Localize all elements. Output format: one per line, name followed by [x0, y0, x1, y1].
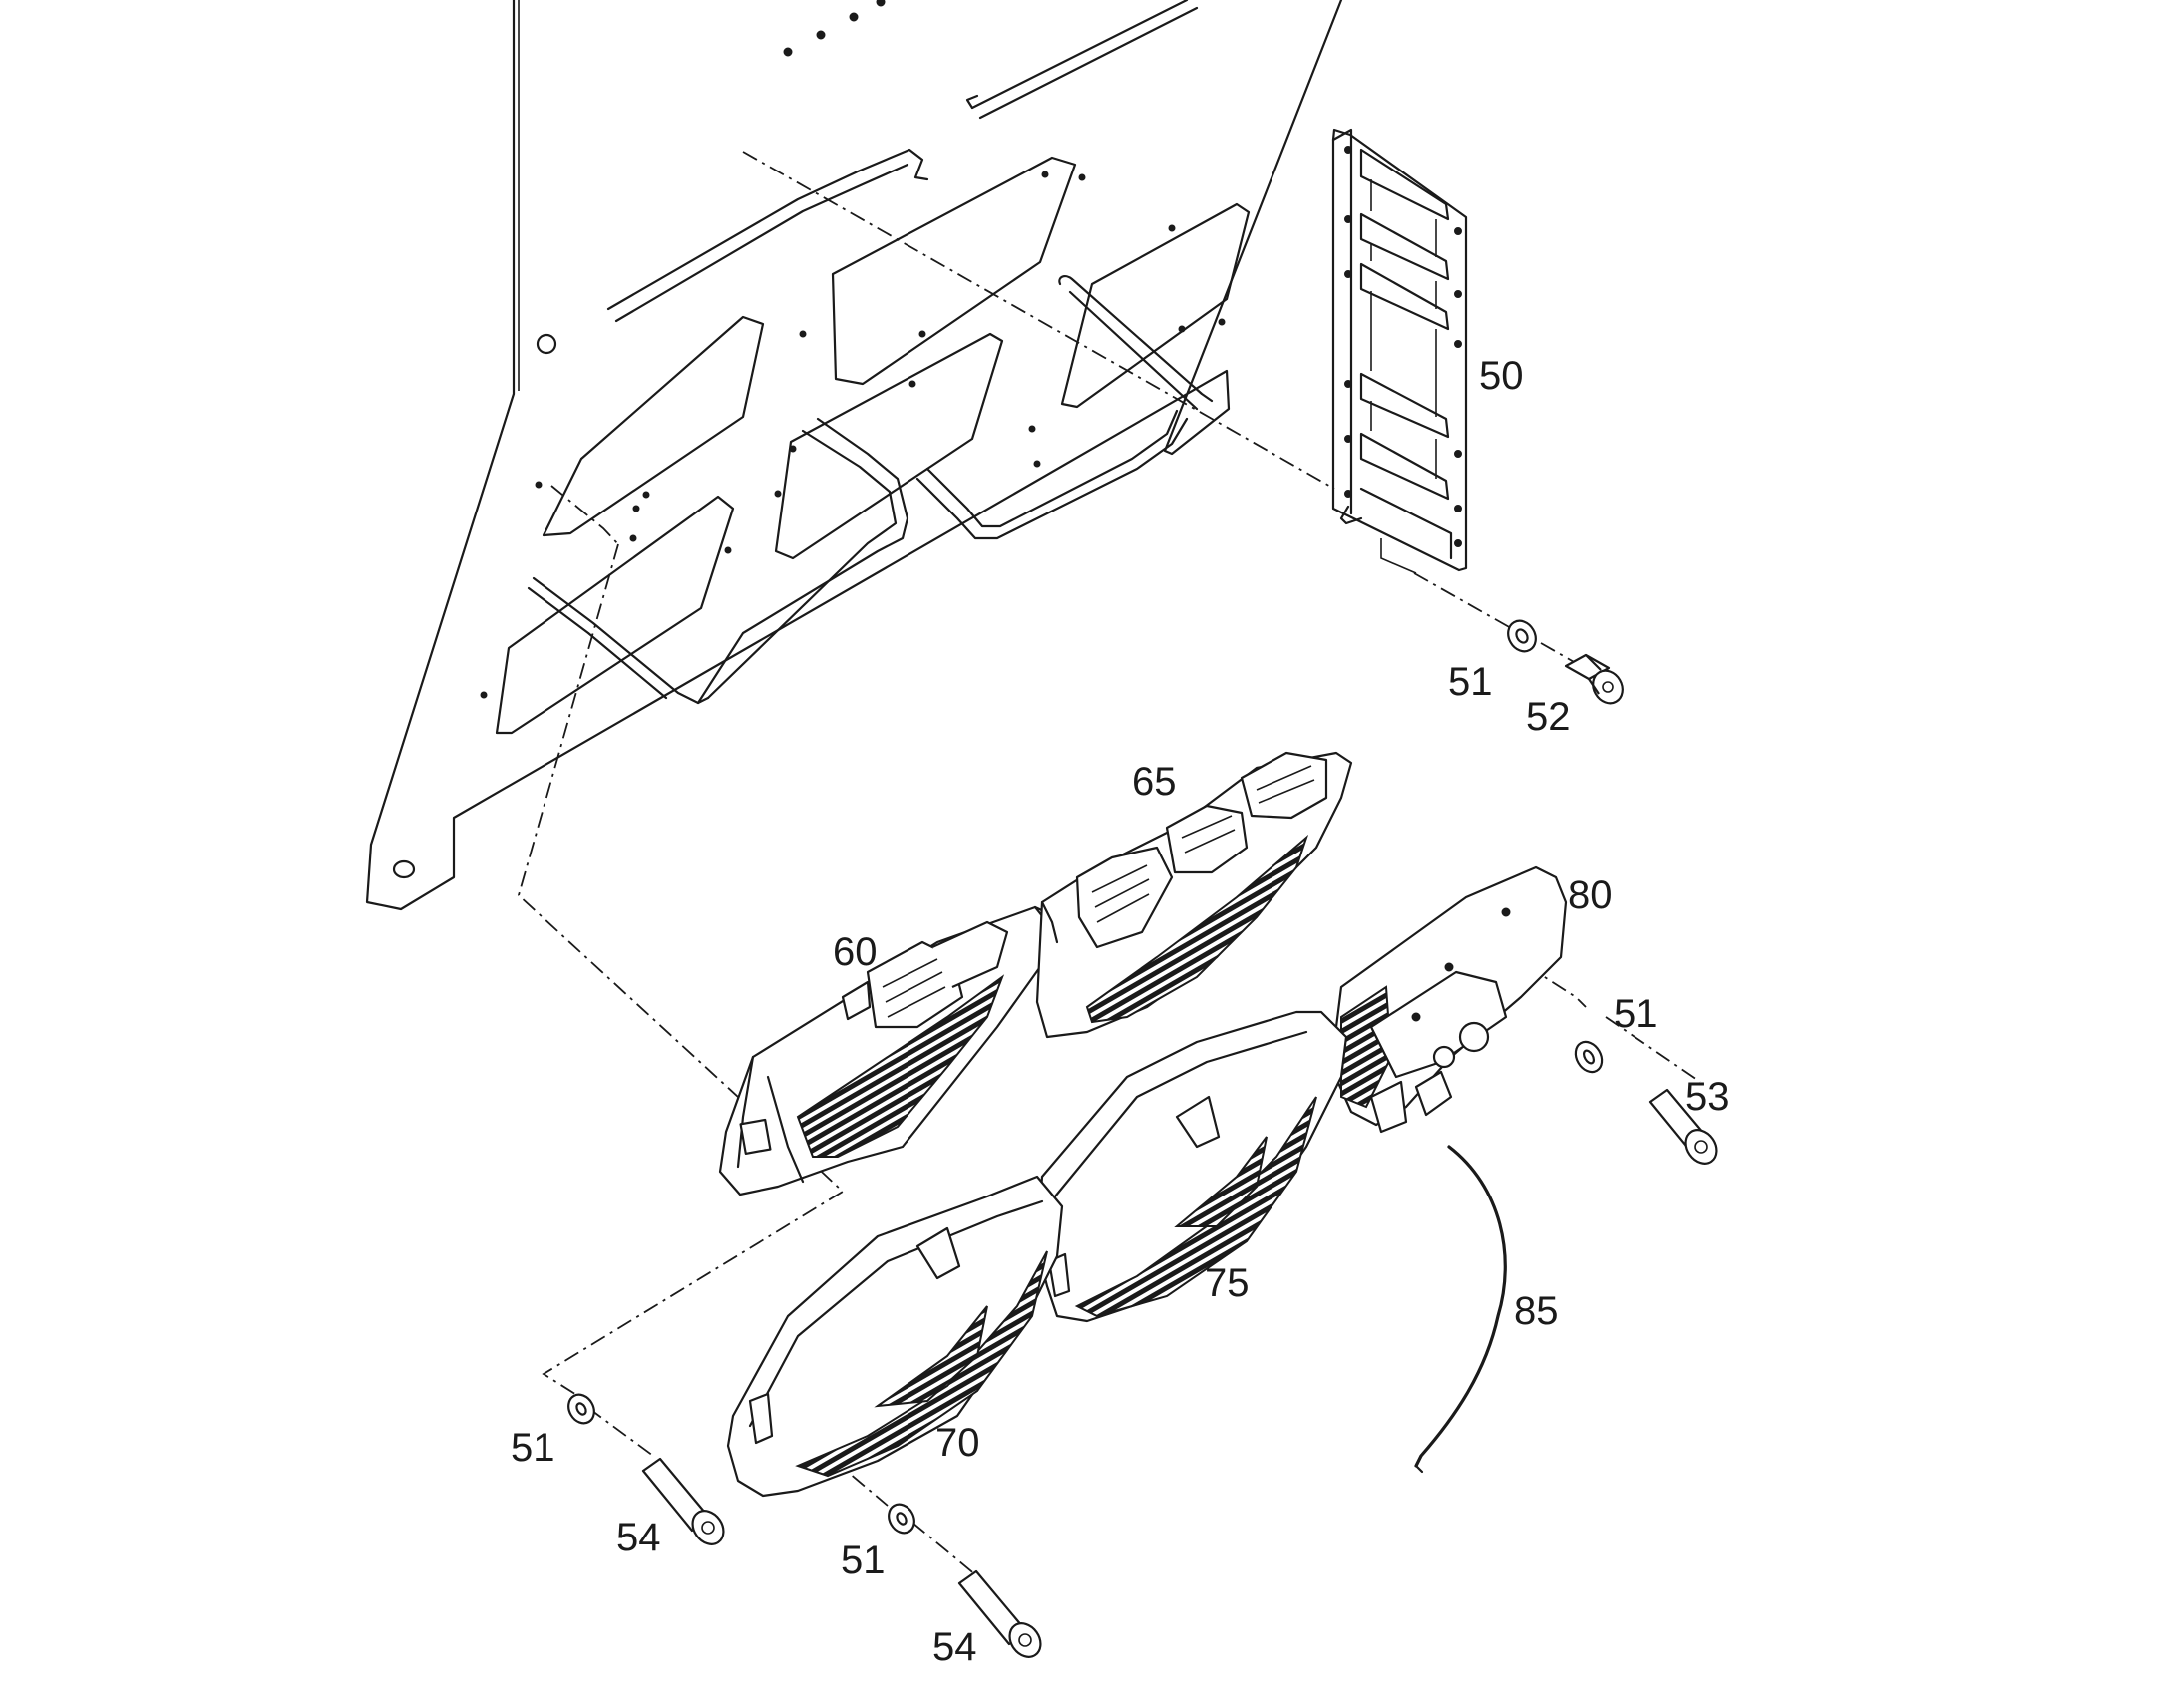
callout-51-bottom: 51 — [841, 1538, 886, 1582]
callout-80: 80 — [1568, 873, 1613, 917]
screw-52 — [1564, 653, 1624, 705]
controller-module-70 — [726, 1175, 1064, 1498]
callout-85: 85 — [1514, 1289, 1559, 1333]
connector-module-80 — [1329, 865, 1568, 1134]
washer-51-right — [1574, 1040, 1604, 1074]
callout-52: 52 — [1526, 695, 1571, 739]
callout-53: 53 — [1685, 1075, 1730, 1119]
bracket-50 — [1331, 128, 1468, 574]
controller-module-75 — [1035, 1010, 1348, 1323]
washer-51-lower-left — [567, 1393, 595, 1425]
screw-54-bottom — [957, 1569, 1042, 1658]
cable-85 — [1414, 1145, 1507, 1474]
callout-54-bottom: 54 — [932, 1625, 977, 1669]
callout-51-right: 51 — [1614, 992, 1658, 1036]
screw-54-left — [641, 1457, 725, 1545]
callout-51-lower-left: 51 — [511, 1426, 555, 1470]
washer-51-top — [1507, 619, 1537, 653]
callout-60: 60 — [833, 930, 878, 974]
screw-53 — [1648, 1088, 1718, 1165]
controller-module-60 — [718, 905, 1061, 1196]
mounting-plate — [365, 0, 1343, 911]
callout-51-top: 51 — [1448, 660, 1493, 704]
callout-65: 65 — [1132, 760, 1177, 804]
callout-labels: 50 51 52 65 80 60 51 53 75 85 51 70 54 5… — [511, 354, 1730, 1669]
callout-75: 75 — [1205, 1261, 1250, 1305]
callout-54-left: 54 — [616, 1516, 661, 1559]
controller-module-65 — [1035, 751, 1353, 1039]
callout-50: 50 — [1479, 354, 1524, 398]
washer-51-bottom — [888, 1503, 915, 1535]
callout-70: 70 — [935, 1421, 980, 1465]
